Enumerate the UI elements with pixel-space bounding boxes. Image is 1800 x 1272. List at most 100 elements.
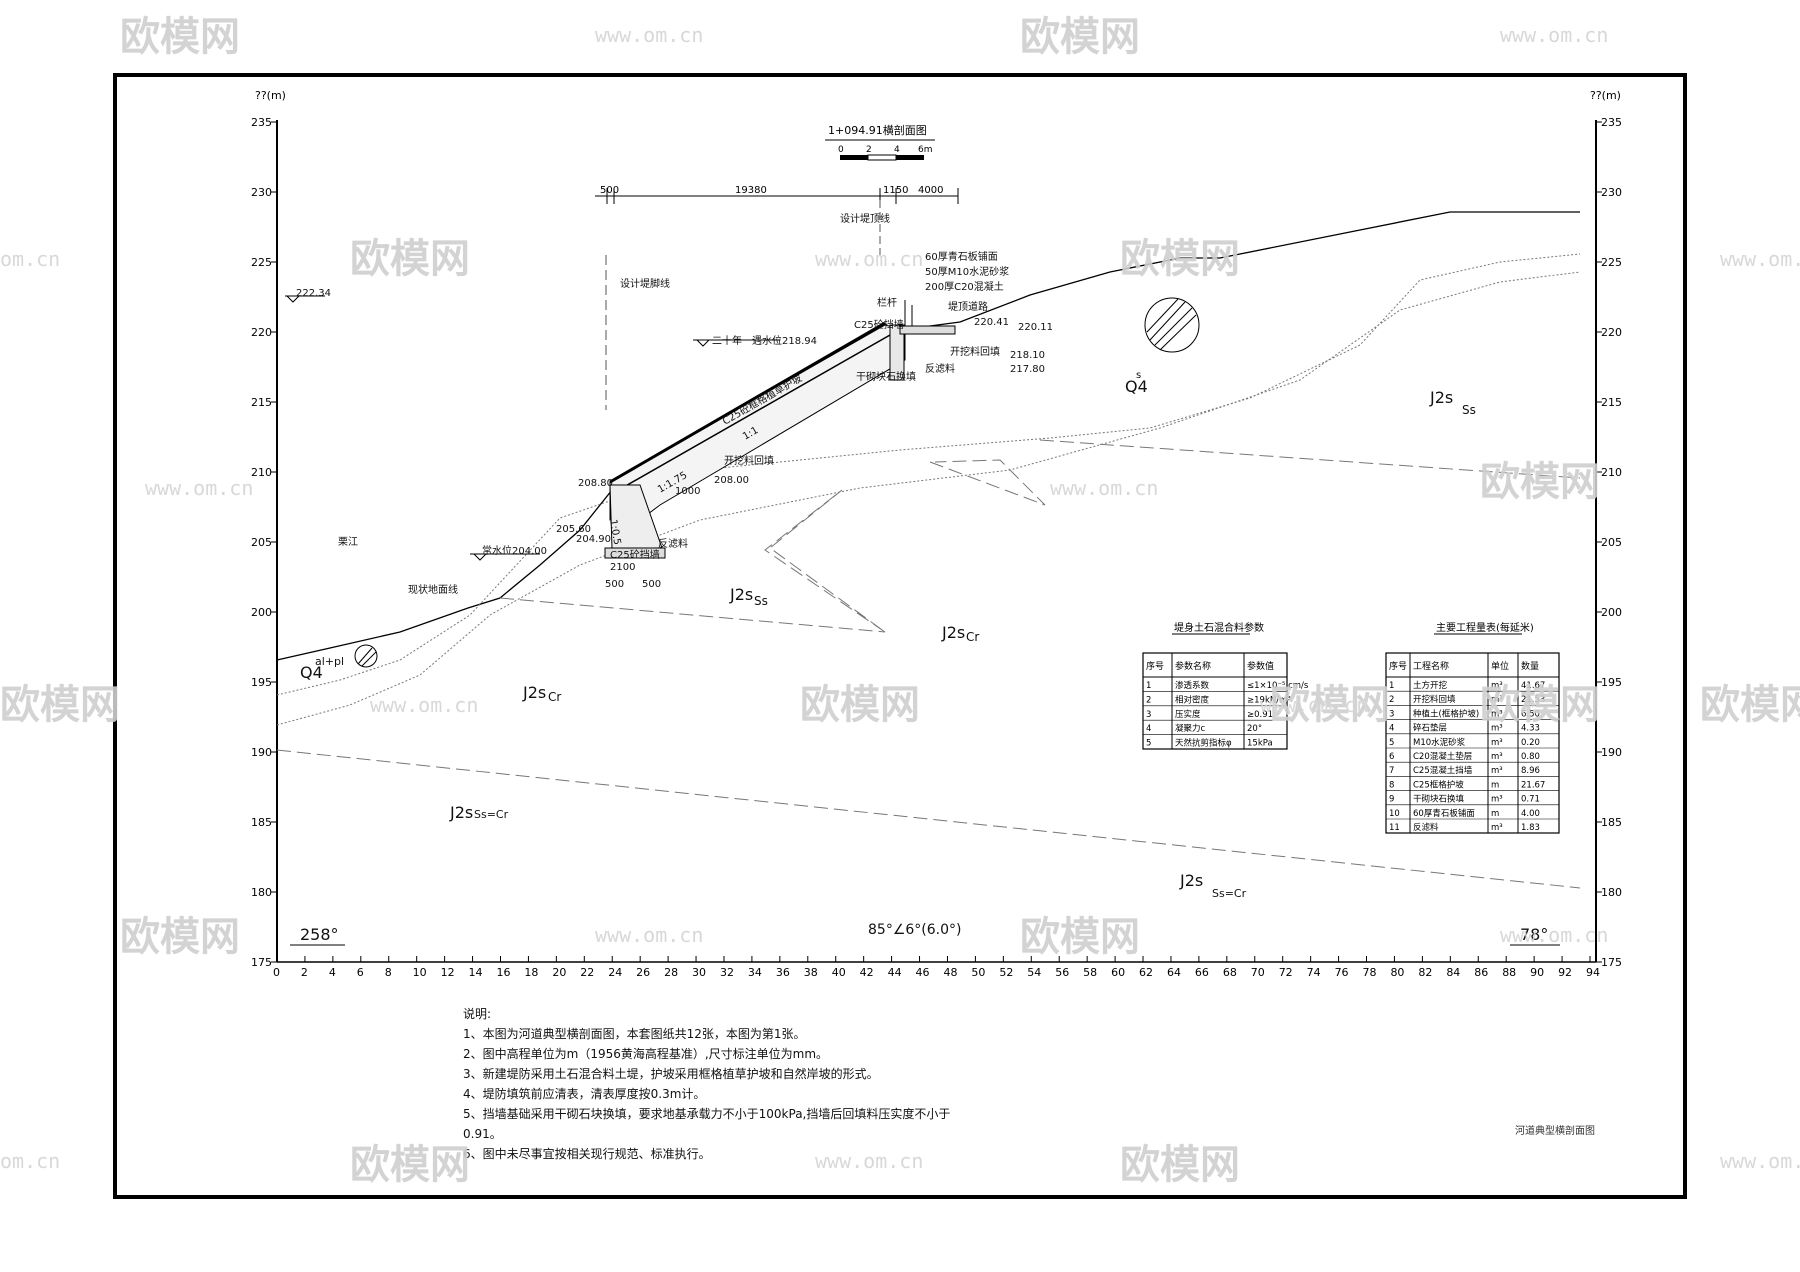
quantities-cell: 60厚青石板铺面	[1413, 808, 1475, 819]
params-cell: 3	[1146, 710, 1151, 720]
params-cell: 1	[1146, 681, 1151, 691]
params-cell: 渗透系数	[1175, 680, 1210, 691]
watermark-brand: 欧模网	[0, 682, 120, 728]
watermark-brand: 欧模网	[800, 682, 920, 728]
params-cell: 相对密度	[1175, 694, 1210, 705]
existing-ground-line	[276, 211, 1580, 661]
x-tick-label: 0	[273, 966, 280, 979]
geo-ss-1: Ss	[1462, 403, 1476, 417]
x-tick-label: 62	[1139, 966, 1153, 979]
label-elev-20490: 204.90	[576, 534, 611, 545]
geologic-boundary-3	[1039, 439, 1581, 479]
quantities-cell: m³	[1491, 681, 1503, 691]
x-tick-label: 50	[971, 966, 985, 979]
watermark-brand: 欧模网	[1480, 682, 1600, 728]
label-elev-22041: 220.41	[974, 317, 1009, 328]
quantities-header-cell: 工程名称	[1413, 660, 1449, 672]
svg-text:0: 0	[838, 145, 844, 155]
x-tick-label: 34	[748, 966, 762, 979]
watermark-url: www.om.cn	[1050, 476, 1158, 500]
watermark-url-short: om.cn	[0, 247, 60, 271]
geologic-boundary-5	[929, 459, 1046, 506]
x-tick-label: 16	[496, 966, 510, 979]
svg-text:6m: 6m	[918, 145, 933, 155]
watermark-url: www.om.cn	[595, 923, 703, 947]
label-elev-22234: 222.34	[296, 288, 331, 299]
y-tick-label: 220	[251, 326, 272, 339]
label-elev-20560: 205.60	[556, 524, 591, 535]
x-tick-label: 10	[413, 966, 427, 979]
quantities-cell: 8.96	[1521, 766, 1540, 776]
quantities-cell: m³	[1491, 795, 1503, 805]
watermark-brand: 欧模网	[1270, 682, 1390, 728]
watermark-brand: 欧模网	[120, 914, 240, 960]
params-cell: 20°	[1247, 724, 1262, 734]
x-tick-label: 14	[469, 966, 483, 979]
x-tick-label: 60	[1111, 966, 1125, 979]
y-tick-label: 210	[1601, 466, 1622, 479]
angle-right: 78°	[1520, 925, 1548, 944]
label-design-crest-line: 设计堤顶线	[840, 212, 890, 225]
y-tick-label: 190	[1601, 746, 1622, 759]
x-tick-label: 30	[692, 966, 706, 979]
label-existing-ground: 现状地面线	[408, 583, 458, 596]
y-tick-label: 175	[1601, 956, 1622, 969]
y-tick-label: 235	[251, 116, 272, 129]
geo-j2s-cr-1: J2s	[941, 623, 965, 642]
watermark-url: www.om.cn	[815, 1149, 923, 1173]
quantities-cell: 4.33	[1521, 724, 1540, 734]
watermark-url: www.om.cn	[1260, 693, 1368, 717]
quantities-cell: 7	[1389, 766, 1394, 776]
params-header-cell: 序号	[1146, 660, 1164, 672]
geologic-boundary-4	[276, 749, 1581, 889]
geo-q4alpl-sup: al+pl	[315, 655, 344, 668]
x-tick-label: 72	[1279, 966, 1293, 979]
y-tick-label: 185	[1601, 816, 1622, 829]
watermark-url: www.om.cn	[370, 693, 478, 717]
watermark-brand: 欧模网	[1700, 682, 1800, 728]
quantities-cell: 11	[1389, 823, 1400, 833]
label-excavation-backfill: 开挖料回填	[950, 345, 1000, 358]
label-concrete: 200厚C20混凝土	[925, 280, 1004, 293]
dim-500: 500	[600, 185, 619, 196]
x-tick-label: 84	[1446, 966, 1460, 979]
x-tick-label: 56	[1055, 966, 1069, 979]
watermark-url: www.om.cn	[1500, 923, 1608, 947]
y-tick-label: 205	[1601, 536, 1622, 549]
y-tick-label: 225	[1601, 256, 1622, 269]
angle-left: 258°	[300, 925, 339, 944]
geologic-boundary-2	[764, 489, 886, 633]
y-tick-label: 230	[1601, 186, 1622, 199]
geo-j2s-sscr-2: J2s	[1179, 871, 1203, 890]
geo-j2s-cr-2: J2s	[522, 683, 546, 702]
note-line-2: 2、图中高程单位为m（1956黄海高程基准）,尺寸标注单位为mm。	[463, 1046, 828, 1061]
x-tick-label: 28	[664, 966, 678, 979]
watermark-brand: 欧模网	[120, 14, 240, 60]
quantities-cell: 41.67	[1521, 681, 1545, 691]
label-dim-500a: 500	[605, 579, 624, 590]
quantities-cell: 3	[1389, 709, 1394, 719]
note-line-1: 1、本图为河道典型横剖面图，本套图纸共12张，本图为第1张。	[463, 1027, 806, 1041]
stratum-line-upper	[276, 253, 1581, 696]
quantities-cell: 21.53	[1521, 695, 1545, 705]
geo-q4alpl: Q4	[300, 663, 323, 682]
geo-q4s: Q4	[1125, 377, 1148, 396]
quantities-cell: 2	[1389, 695, 1394, 705]
x-tick-label: 78	[1363, 966, 1377, 979]
geo-j2s-ss-2: J2s	[729, 585, 753, 604]
label-dim-2100: 2100	[610, 562, 635, 573]
x-tick-label: 92	[1558, 966, 1572, 979]
angle-mid: 85°∠6°(6.0°)	[868, 922, 961, 938]
quantities-cell: m	[1491, 780, 1499, 790]
x-tick-label: 88	[1502, 966, 1516, 979]
watermark-url: www.om.cn	[1500, 23, 1608, 47]
label-filter-low: 反滤料	[658, 537, 688, 550]
y-tick-label: 215	[251, 396, 272, 409]
quantities-cell: 9	[1389, 795, 1394, 805]
scale-bar: 0 2 4 6m	[838, 145, 933, 161]
x-tick-label: 46	[916, 966, 930, 979]
quantities-cell: M10水泥砂浆	[1413, 737, 1466, 748]
watermark-brand: 欧模网	[1480, 459, 1600, 505]
